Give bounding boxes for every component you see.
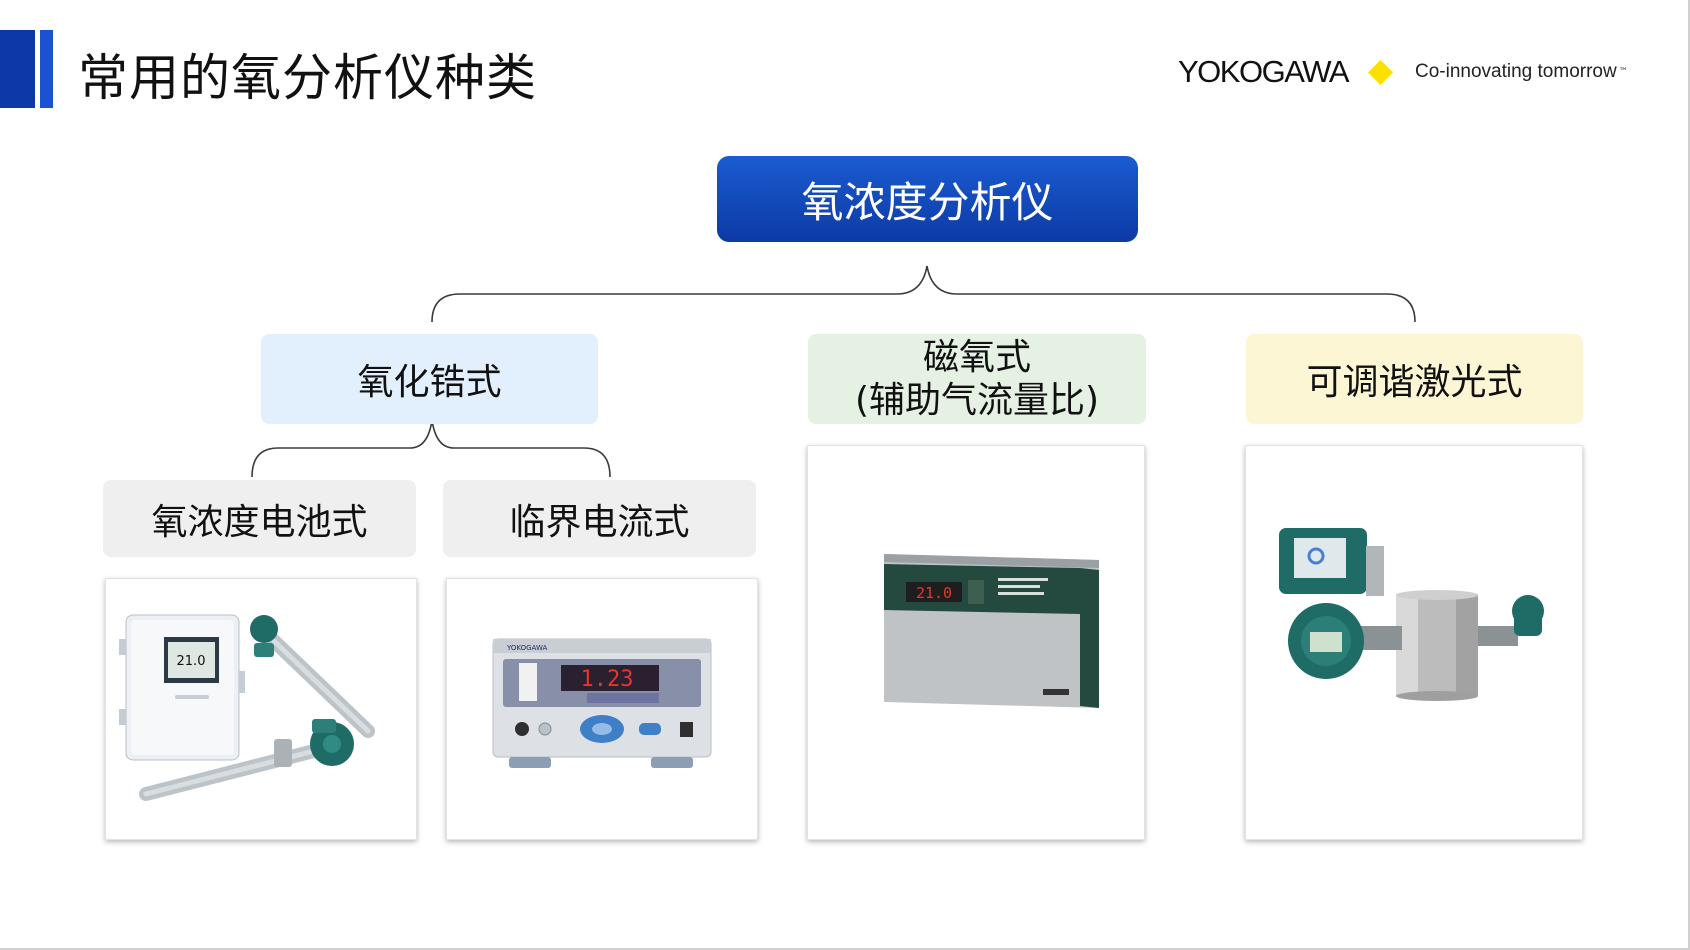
brand-tagline: Co-innovating tomorrow — [1415, 61, 1617, 82]
subtype-limiting-current-label: 临界电流式 — [509, 501, 690, 543]
subtype-cell-label: 氧浓度电池式 — [151, 501, 368, 543]
root-category-label: 氧浓度分析仪 — [801, 177, 1054, 227]
category-magnetic-sublabel: (辅助气流量比) — [854, 380, 1100, 421]
product-card-laser — [1245, 445, 1583, 840]
page-title: 常用的氧分析仪种类 — [78, 49, 537, 107]
title-accent-bar — [0, 30, 35, 108]
analyzer-display-value: 21.0 — [177, 654, 206, 669]
brand-wordmark: YOKOGAWA — [1178, 54, 1350, 89]
category-magnetic-label: 磁氧式 — [922, 337, 1031, 378]
zirconia-analyzer-image: 21.0 — [119, 614, 375, 801]
subtype-limiting-current: 临界电流式 — [443, 480, 756, 557]
magnetic-analyzer-image: 21.0 — [884, 554, 1099, 708]
brand-diamond-icon — [1368, 59, 1394, 85]
category-magnetic: 磁氧式 (辅助气流量比) — [808, 334, 1146, 424]
magnetic-display-value: 21.0 — [916, 584, 952, 602]
benchtop-analyzer-image: YOKOGAWA 1.23 — [492, 638, 712, 768]
category-zirconia: 氧化锆式 — [261, 334, 598, 424]
laser-analyzer-image — [1279, 528, 1544, 701]
subtype-cell: 氧浓度电池式 — [103, 480, 416, 557]
benchtop-brand-label: YOKOGAWA — [506, 644, 547, 652]
category-laser: 可调谐激光式 — [1246, 334, 1583, 424]
root-category-box: 氧浓度分析仪 — [717, 156, 1138, 242]
slide-edge-bottom — [0, 948, 1690, 950]
product-card-limiting-current: YOKOGAWA 1.23 — [446, 578, 758, 840]
category-laser-label: 可调谐激光式 — [1306, 362, 1523, 403]
product-card-magnetic: 21.0 — [807, 445, 1145, 840]
product-card-zirconia-cell: 21.0 — [105, 578, 417, 840]
title-accent-bar-thin — [40, 30, 53, 108]
category-zirconia-label: 氧化锆式 — [357, 362, 502, 403]
benchtop-display-value: 1.23 — [581, 667, 634, 692]
trademark-mark: ™ — [1618, 67, 1628, 77]
slide-edge-right — [1688, 0, 1690, 950]
